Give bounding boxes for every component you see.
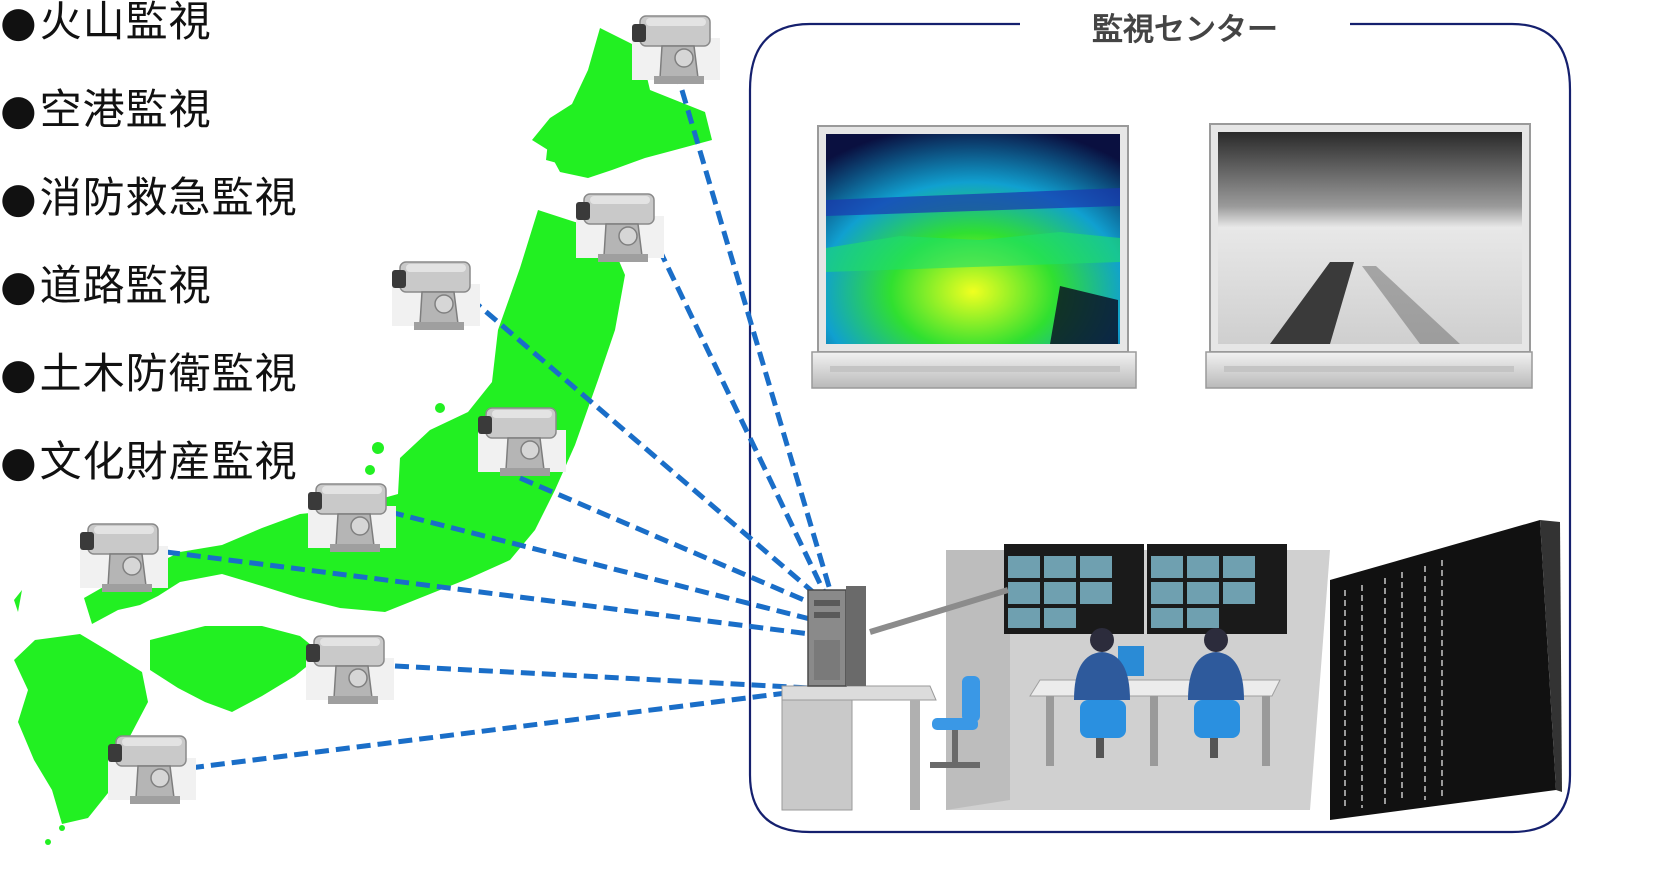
ptz-camera-icon [79, 523, 169, 593]
use-case-item: ●文化財産監視 [0, 437, 298, 486]
ptz-camera-icon [307, 483, 397, 553]
control-room [781, 520, 1562, 820]
road-monitor [1205, 123, 1533, 389]
operator-icon [1188, 628, 1244, 758]
honshu [84, 210, 625, 624]
thermal-monitor [811, 125, 1137, 389]
use-case-item: ●土木防衛監視 [0, 349, 298, 398]
shikoku [150, 626, 322, 712]
server-rack-icon [1330, 520, 1562, 820]
server-tower-icon [807, 586, 866, 687]
sado-island [546, 142, 572, 166]
operator-icon [1074, 628, 1130, 758]
ptz-camera-icon [391, 261, 481, 331]
use-case-list: ●火山監視 ●空港監視 ●消防救急監視 ●道路監視 ●土木防衛監視 ●文化財産監… [0, 0, 298, 506]
use-case-item: ●消防救急監視 [0, 173, 298, 222]
hokkaido [532, 28, 712, 178]
office-chair-icon [930, 676, 980, 768]
monitoring-center-frame [748, 22, 1572, 834]
ptz-camera-icon [477, 407, 567, 477]
network-links [165, 69, 833, 771]
ptz-camera-icon [107, 735, 197, 805]
ptz-camera-icon [575, 193, 665, 263]
use-case-item: ●火山監視 [0, 0, 212, 46]
ptz-camera-icon [631, 15, 721, 85]
ptz-camera-icon [305, 635, 395, 705]
monitoring-center-title: 監視センター [1020, 6, 1350, 54]
use-case-item: ●空港監視 [0, 85, 212, 134]
use-case-item: ●道路監視 [0, 261, 212, 310]
